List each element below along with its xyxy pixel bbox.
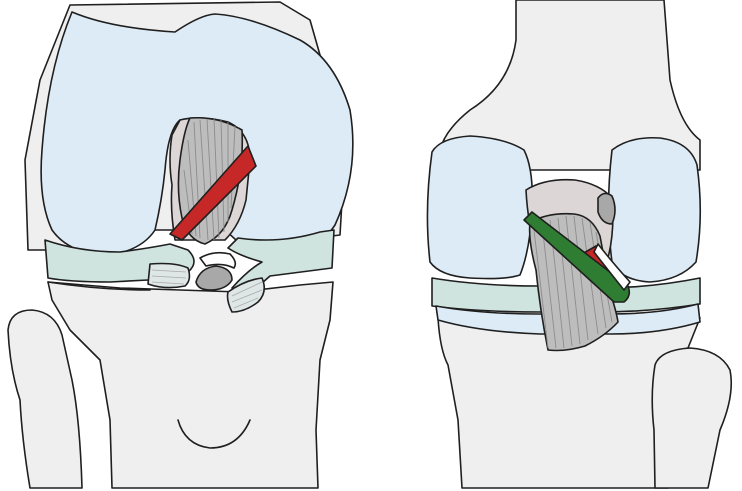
right-ligament-fibers — [533, 215, 613, 349]
right-band-highlight — [593, 243, 631, 291]
right-knee-view — [426, 0, 733, 489]
left-horn-fibers — [151, 269, 187, 285]
left-insertion-notch — [199, 251, 237, 269]
left-plateau-line — [47, 281, 151, 291]
left-insertion-nub — [195, 265, 233, 291]
right-pcl-band — [523, 211, 631, 303]
right-femur-shaft — [439, 0, 701, 171]
left-meniscus-horn — [147, 262, 191, 289]
left-tibia — [47, 281, 334, 489]
left-acl-band — [169, 145, 257, 241]
left-posterior-fan — [226, 277, 266, 313]
left-tibial-tubercle — [177, 419, 251, 449]
left-fan-fibers — [231, 281, 263, 309]
right-fibula — [651, 347, 733, 489]
right-notch-bump — [597, 192, 616, 225]
left-knee-view — [7, 1, 354, 489]
right-condyle-left — [426, 135, 534, 280]
right-condyle-right — [607, 136, 702, 283]
left-fibula — [7, 309, 83, 489]
